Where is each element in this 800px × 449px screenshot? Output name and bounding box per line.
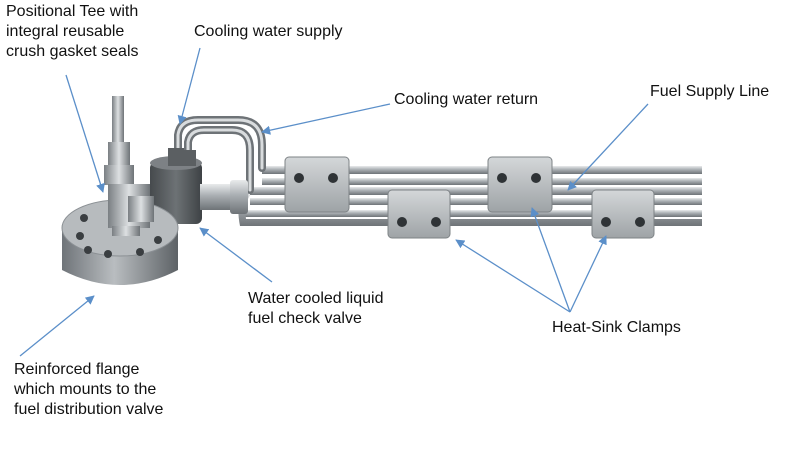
- pointer-positional-tee: [65, 74, 105, 193]
- pointer-clamp-4: [569, 235, 607, 313]
- positional-tee: [104, 96, 154, 236]
- pointer-arrows: [19, 47, 649, 357]
- label-check-valve: Water cooled liquid fuel check valve: [248, 290, 384, 327]
- tube-6: [238, 190, 703, 226]
- tube-2: [262, 178, 702, 185]
- pointer-clamp-3: [530, 207, 571, 313]
- pointer-check-valve: [199, 227, 273, 283]
- clamp-2: [387, 189, 451, 239]
- pointer-flange: [19, 295, 95, 357]
- cooling-tubes: [174, 116, 266, 194]
- tube-3: [250, 187, 702, 195]
- tube-1: [262, 166, 702, 174]
- pointer-cooling-return: [261, 103, 391, 135]
- pointer-clamp-2: [455, 239, 571, 313]
- clamp-3: [487, 156, 553, 213]
- heat-sink-clamps: [284, 156, 655, 239]
- label-flange: Reinforced flange which mounts to the fu…: [14, 361, 164, 418]
- check-valve: [150, 148, 248, 224]
- label-cooling-supply: Cooling water supply: [194, 23, 343, 40]
- label-cooling-return: Cooling water return: [394, 91, 539, 108]
- label-positional-tee: Positional Tee with integral reusable cr…: [6, 3, 139, 60]
- label-fuel-supply: Fuel Supply Line: [650, 83, 770, 100]
- clamp-1: [284, 156, 350, 213]
- pointer-fuel-supply: [567, 103, 649, 191]
- clamp-4: [591, 189, 655, 239]
- fuel-lines: [238, 166, 703, 226]
- label-heat-sink: Heat-Sink Clamps: [552, 319, 681, 336]
- tube-4: [250, 198, 702, 205]
- tube-5: [245, 210, 702, 217]
- pointer-cooling-supply: [177, 47, 201, 125]
